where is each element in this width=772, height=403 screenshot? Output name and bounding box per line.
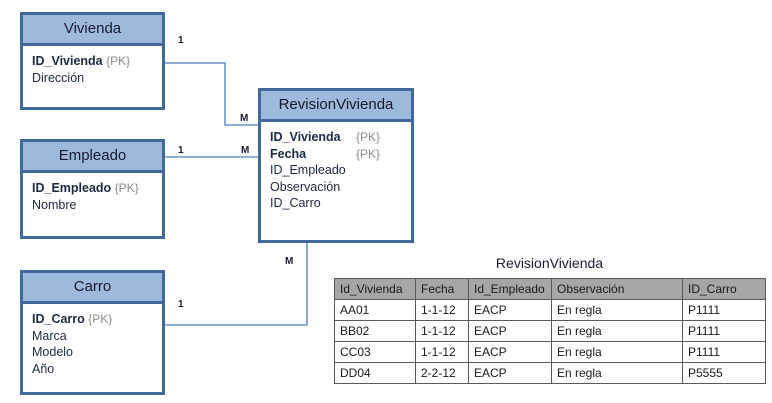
sample-data-table-container: RevisionVivienda Id_Vivienda Fecha Id_Em… — [334, 256, 766, 384]
table-cell: En regla — [551, 299, 683, 321]
pk-tag: {PK} — [106, 54, 131, 68]
entity-revisionvivienda-title: RevisionVivienda — [261, 91, 411, 122]
cardinality-label-vivienda-one: 1 — [178, 35, 184, 46]
entity-empleado[interactable]: Empleado ID_Empleado {PK} Nombre — [20, 139, 165, 239]
table-cell: En regla — [551, 341, 683, 363]
table-cell: P1111 — [682, 299, 766, 321]
table-cell: P5555 — [682, 362, 766, 384]
cardinality-label-empleado-one: 1 — [178, 145, 184, 156]
table-column-header: Fecha — [415, 278, 469, 300]
table-row[interactable]: BB02 1-1-12 EACP En regla P1111 — [334, 320, 766, 342]
attribute-name: Dirección — [32, 70, 85, 85]
entity-vivienda-attributes: ID_Vivienda {PK} Dirección — [23, 46, 162, 86]
table-cell: DD04 — [334, 362, 416, 384]
entity-carro-title: Carro — [23, 273, 162, 304]
entity-revisionvivienda[interactable]: RevisionVivienda ID_Vivienda {PK} Fecha … — [258, 88, 414, 243]
attribute-name: ID_Vivienda — [32, 54, 103, 68]
sample-data-table-title: RevisionVivienda — [495, 255, 604, 271]
attribute-row: Marca — [32, 328, 162, 345]
table-cell: BB02 — [334, 320, 416, 342]
table-row[interactable]: AA01 1-1-12 EACP En regla P1111 — [334, 299, 766, 321]
table-cell: En regla — [551, 362, 683, 384]
entity-carro-attributes: ID_Carro {PK} Marca Modelo Año — [23, 304, 162, 377]
entity-vivienda[interactable]: Vivienda ID_Vivienda {PK} Dirección — [20, 12, 165, 110]
table-column-header: Id_Vivienda — [334, 278, 416, 300]
table-cell: En regla — [551, 320, 683, 342]
table-cell: 1-1-12 — [415, 320, 469, 342]
attribute-name: Observación — [270, 179, 341, 194]
table-column-header: Observación — [551, 278, 683, 300]
attribute-name: Año — [32, 361, 55, 376]
table-cell: EACP — [468, 341, 552, 363]
entity-revisionvivienda-attributes: ID_Vivienda {PK} Fecha {PK} ID_Empleado … — [261, 122, 411, 212]
entity-empleado-title: Empleado — [23, 142, 162, 173]
attribute-name: ID_Empleado — [270, 163, 346, 177]
table-header-row: Id_Vivienda Fecha Id_Empleado Observació… — [334, 278, 766, 300]
table-cell: 1-1-12 — [415, 341, 469, 363]
cardinality-label-carro-one: 1 — [178, 299, 184, 310]
attribute-row: Observación — [270, 179, 411, 196]
attribute-row: Fecha {PK} — [270, 146, 411, 163]
attribute-name: Marca — [32, 328, 67, 343]
table-cell: CC03 — [334, 341, 416, 363]
attribute-row: ID_Empleado {PK} — [32, 180, 162, 197]
table-cell: AA01 — [334, 299, 416, 321]
table-cell: EACP — [468, 320, 552, 342]
attribute-name: ID_Vivienda — [270, 130, 341, 144]
attribute-name: Modelo — [32, 345, 73, 359]
table-cell: 1-1-12 — [415, 299, 469, 321]
pk-tag: {PK} — [114, 181, 139, 195]
cardinality-label-revision-many-carro: M — [285, 256, 294, 267]
table-column-header: ID_Carro — [682, 278, 766, 300]
attribute-row: Dirección — [32, 70, 162, 87]
attribute-name: ID_Empleado — [32, 181, 112, 195]
table-row[interactable]: DD04 2-2-12 EACP En regla P5555 — [334, 362, 766, 384]
entity-vivienda-title: Vivienda — [23, 15, 162, 46]
attribute-row: Modelo — [32, 344, 162, 361]
sample-data-table[interactable]: Id_Vivienda Fecha Id_Empleado Observació… — [334, 278, 766, 384]
attribute-row: ID_Carro {PK} — [32, 311, 162, 328]
table-cell: EACP — [468, 299, 552, 321]
table-cell: P1111 — [682, 341, 766, 363]
cardinality-label-revision-many-vivienda: M — [240, 113, 249, 124]
table-row[interactable]: CC03 1-1-12 EACP En regla P1111 — [334, 341, 766, 363]
cardinality-label-revision-many-empleado: M — [241, 145, 250, 156]
attribute-name: Nombre — [32, 197, 77, 212]
entity-empleado-attributes: ID_Empleado {PK} Nombre — [23, 173, 162, 213]
table-cell: P1111 — [682, 320, 766, 342]
table-cell: 2-2-12 — [415, 362, 469, 384]
pk-tag: {PK} — [88, 312, 113, 326]
pk-tag: {PK} — [356, 130, 381, 144]
attribute-name: ID_Carro — [270, 196, 321, 210]
attribute-row: ID_Carro — [270, 195, 411, 212]
entity-carro[interactable]: Carro ID_Carro {PK} Marca Modelo Año — [20, 270, 165, 395]
attribute-row: ID_Vivienda {PK} — [270, 129, 411, 146]
attribute-row: ID_Vivienda {PK} — [32, 53, 162, 70]
table-cell: EACP — [468, 362, 552, 384]
attribute-row: Nombre — [32, 197, 162, 214]
attribute-name: Fecha — [270, 146, 307, 161]
attribute-name: ID_Carro — [32, 312, 85, 326]
pk-tag: {PK} — [356, 146, 381, 161]
attribute-row: Año — [32, 361, 162, 378]
attribute-row: ID_Empleado — [270, 162, 411, 179]
table-column-header: Id_Empleado — [468, 278, 552, 300]
